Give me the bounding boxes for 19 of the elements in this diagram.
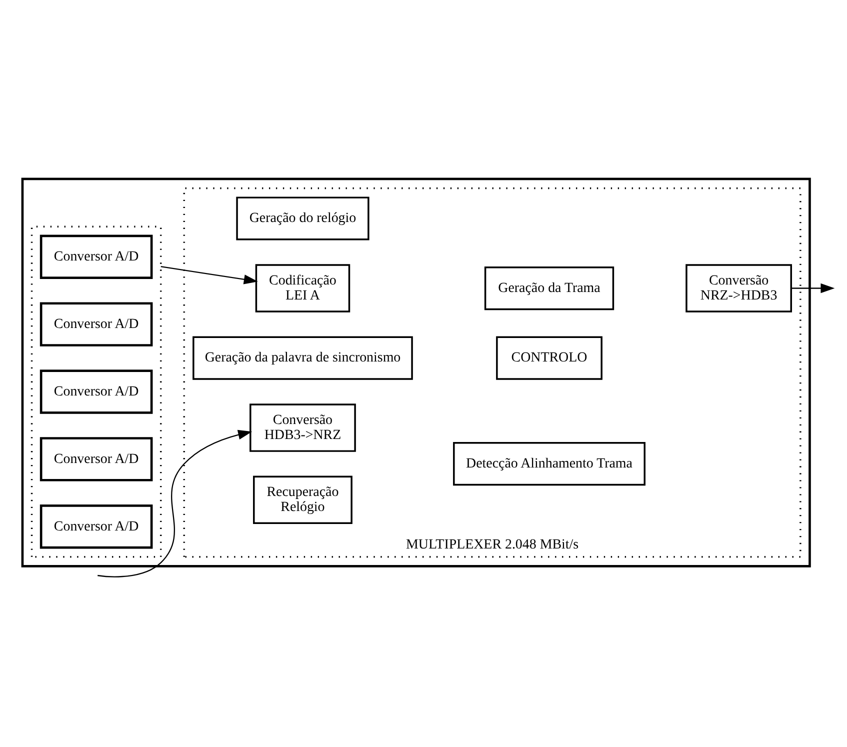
node-box: Geração do relógio <box>236 196 370 240</box>
node-box: Geração da Trama <box>484 266 614 310</box>
node-box: Codificação LEI A <box>255 264 350 312</box>
cluster <box>30 226 162 558</box>
node-box: Conversor A/D <box>40 437 153 482</box>
node-box: CONTROLO <box>496 336 602 380</box>
cluster <box>21 178 811 568</box>
node-box: Conversor A/D <box>40 234 153 279</box>
node-box: Conversor A/D <box>40 504 153 549</box>
node-box: Conversor A/D <box>40 370 153 414</box>
node-box: Conversor A/D <box>40 302 153 346</box>
node-box: Geração da palavra de sincronismo <box>192 336 413 380</box>
arrow <box>98 430 252 578</box>
node-box: Recuperação Relógio <box>253 476 352 524</box>
node-box: Detecção Alinhamento Trama <box>453 442 646 486</box>
arrow <box>160 266 258 284</box>
arrow <box>791 283 835 294</box>
node-box: Conversão NRZ->HDB3 <box>686 264 792 312</box>
node-box: Conversão HDB3->NRZ <box>250 404 356 452</box>
